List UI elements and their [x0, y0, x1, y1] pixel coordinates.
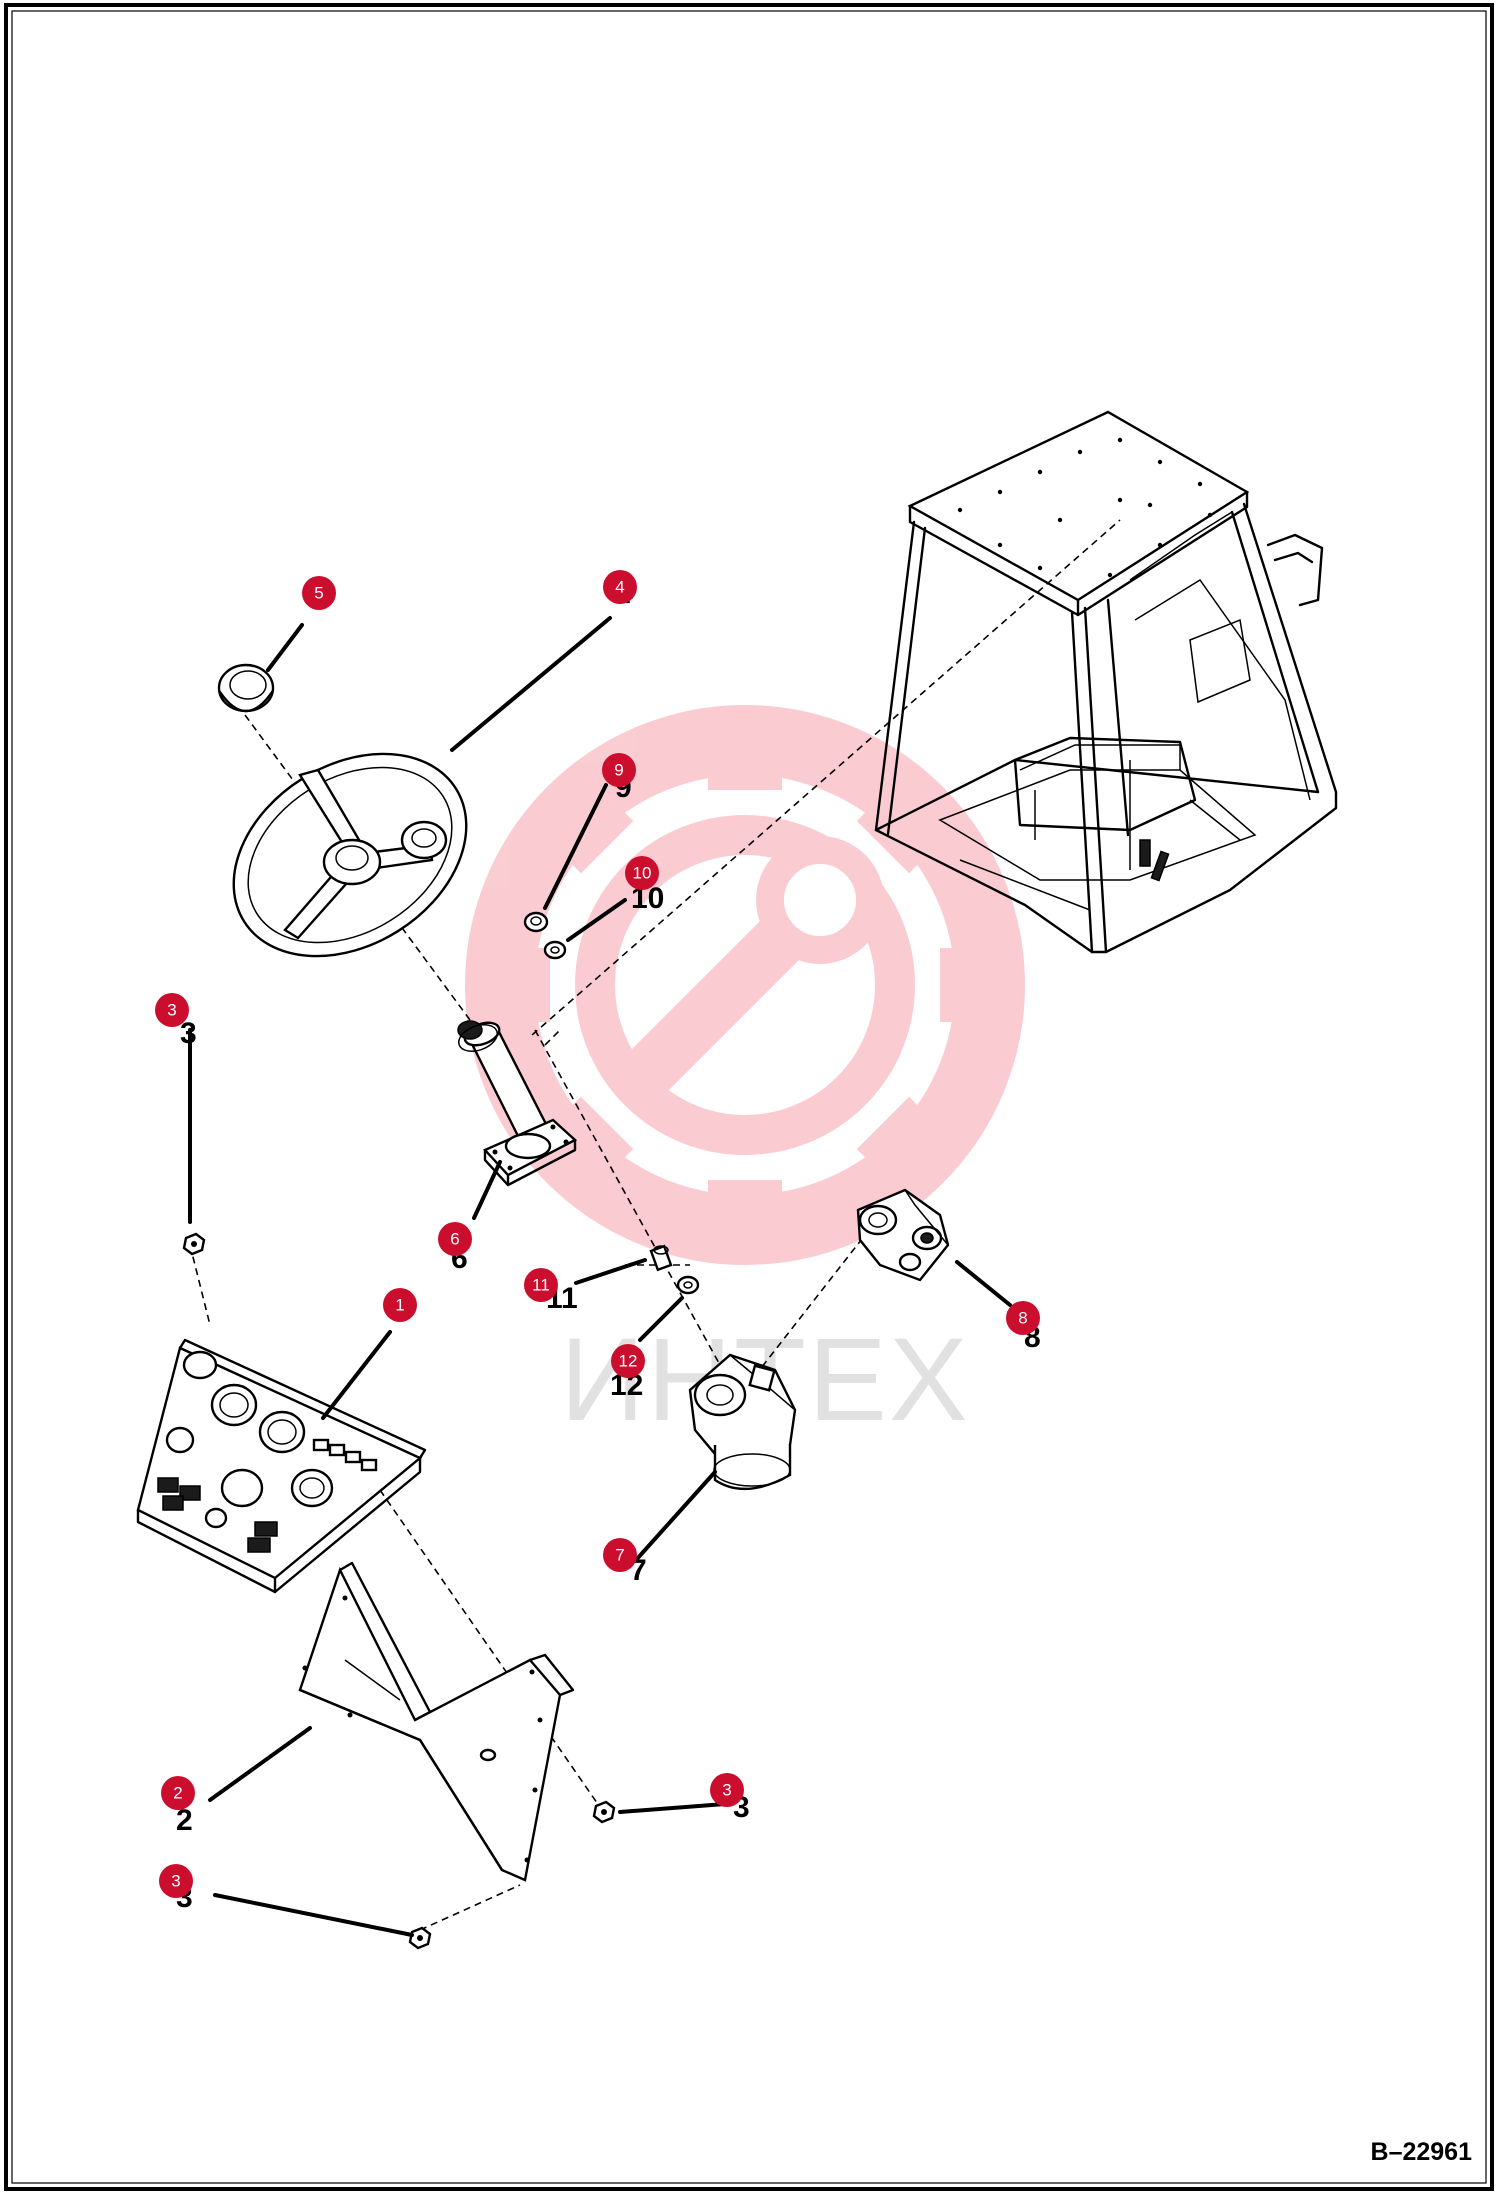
steering-control-unit — [688, 1353, 797, 1490]
wheel-cap — [217, 663, 275, 713]
callout-11[interactable]: 11 — [524, 1268, 558, 1302]
callout-8[interactable]: 8 — [1006, 1301, 1040, 1335]
assembly-lines — [189, 519, 1121, 1931]
svg-text:3: 3 — [180, 1017, 197, 1050]
callout-10[interactable]: 10 — [625, 856, 659, 890]
leader-lines — [188, 616, 1012, 1937]
svg-text:12: 12 — [619, 1352, 638, 1371]
svg-text:1: 1 — [395, 1296, 404, 1315]
svg-text:6: 6 — [450, 1230, 459, 1249]
nut-right — [592, 1800, 616, 1824]
callout-3-right[interactable]: 3 — [710, 1773, 744, 1807]
steering-column — [457, 1020, 578, 1187]
callout-12[interactable]: 12 — [611, 1344, 645, 1378]
callout-5[interactable]: 5 — [302, 576, 336, 610]
nut-top — [182, 1232, 206, 1256]
coupling — [649, 1244, 673, 1272]
svg-text:3: 3 — [722, 1781, 731, 1800]
instrument-panel — [136, 1338, 427, 1594]
svg-text:2: 2 — [173, 1784, 182, 1803]
callout-9[interactable]: 9 — [602, 753, 636, 787]
drawing-reference-number: B–22961 — [1371, 2138, 1473, 2166]
svg-text:3: 3 — [171, 1872, 180, 1891]
svg-text:8: 8 — [1018, 1309, 1027, 1328]
callout-3-bottom[interactable]: 3 — [159, 1864, 193, 1898]
inner-frame — [11, 10, 1487, 2184]
outer-frame — [4, 3, 1494, 2191]
nut-bottom — [408, 1926, 432, 1950]
svg-text:7: 7 — [615, 1546, 624, 1565]
operator-cab — [874, 410, 1338, 954]
column-washer — [543, 940, 567, 960]
callout-3-top[interactable]: 3 — [155, 993, 189, 1027]
coupling-washer — [676, 1275, 700, 1295]
steering-wheel — [232, 752, 468, 958]
svg-text:3: 3 — [167, 1001, 176, 1020]
valve-block — [856, 1188, 950, 1282]
svg-text:9: 9 — [614, 761, 623, 780]
callout-7[interactable]: 7 — [603, 1538, 637, 1572]
svg-text:11: 11 — [532, 1276, 550, 1295]
watermark-gear-logo — [465, 705, 1025, 1265]
callout-1[interactable]: 1 — [383, 1288, 417, 1322]
svg-text:5: 5 — [314, 584, 323, 603]
callout-6[interactable]: 6 — [438, 1222, 472, 1256]
svg-text:10: 10 — [633, 864, 652, 883]
panel-mount-bracket — [298, 1561, 575, 1882]
svg-text:2: 2 — [176, 1804, 193, 1837]
callout-4[interactable]: 4 — [603, 570, 637, 604]
column-nut — [523, 911, 549, 933]
callout-2[interactable]: 2 — [161, 1776, 195, 1810]
svg-text:4: 4 — [615, 578, 624, 597]
